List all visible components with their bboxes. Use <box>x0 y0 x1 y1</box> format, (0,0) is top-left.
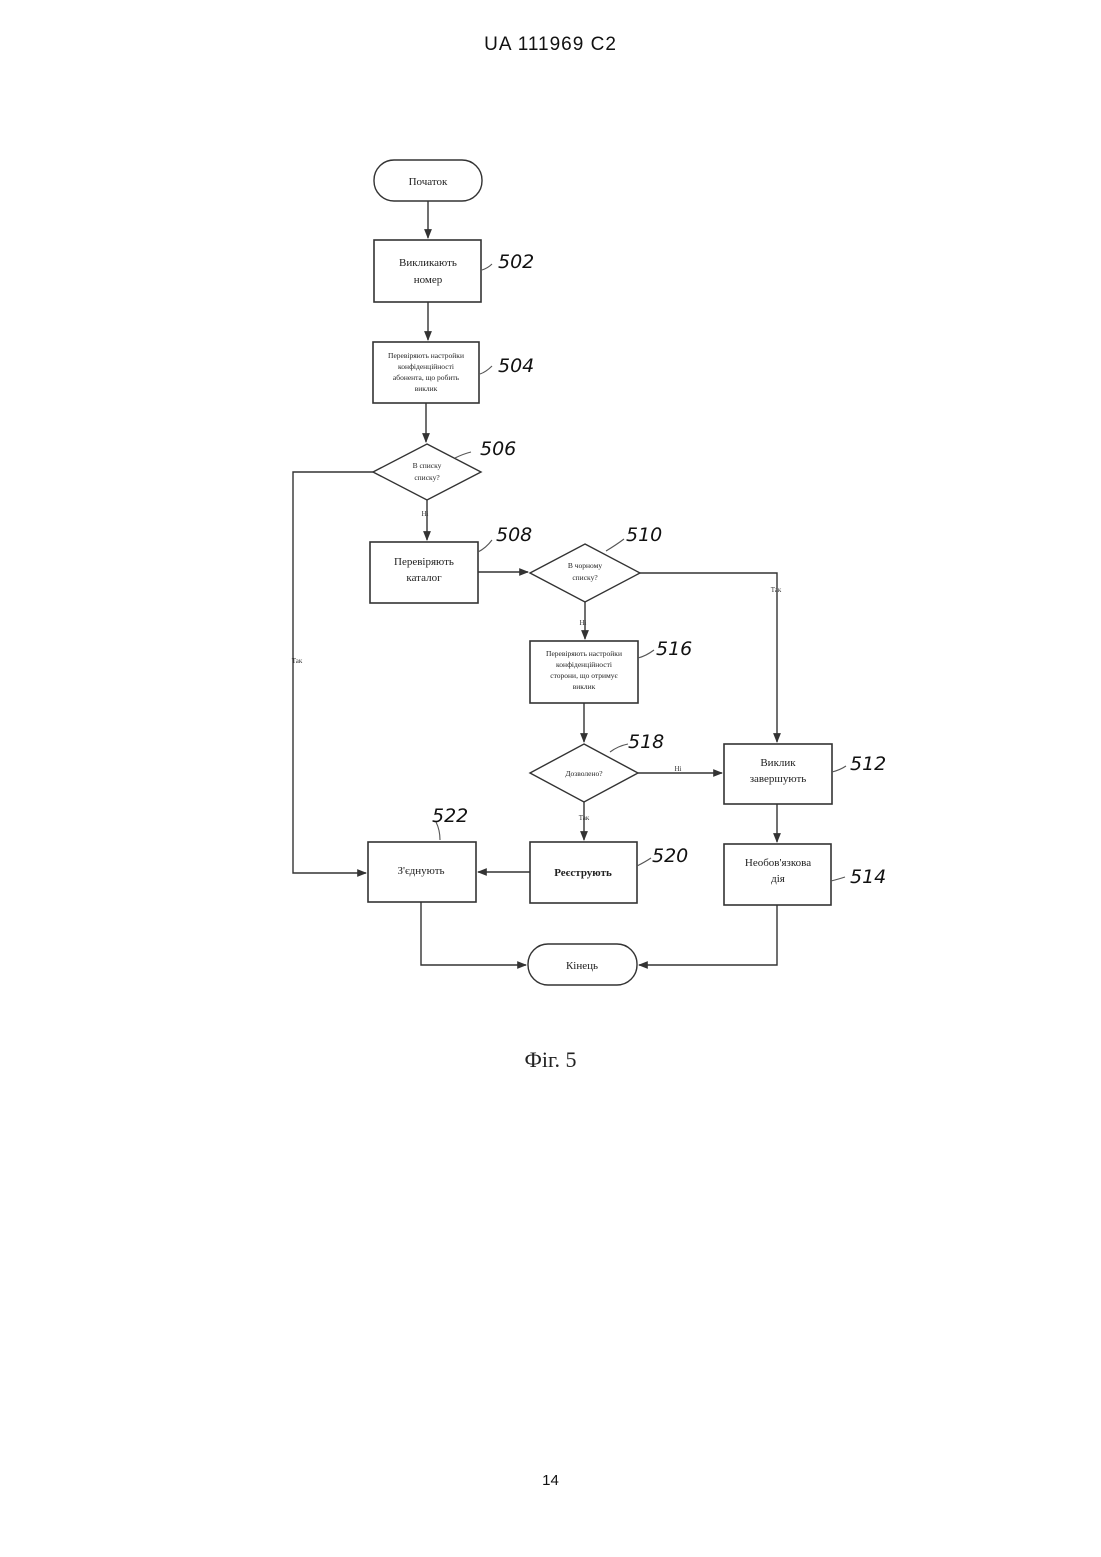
step-516-check-callee-privacy: Перевіряють настройки конфіденційності с… <box>530 641 638 703</box>
label-yes-518: Так <box>579 814 590 822</box>
svg-text:З'єднують: З'єднують <box>397 865 444 877</box>
start-terminal: Початок <box>374 160 482 201</box>
decision-518-allowed: Дозволено? <box>530 744 638 802</box>
step-502-call-number: Викликають номер <box>374 240 481 302</box>
ref-504: 504 <box>498 355 534 377</box>
svg-text:Перевіряють: Перевіряють <box>394 556 454 568</box>
ref-502: 502 <box>498 251 534 273</box>
step-514-optional-action: Необов'язкова дія <box>724 844 831 905</box>
figure-caption: Фіг. 5 <box>0 1047 1101 1073</box>
svg-text:Перевіряють настройки: Перевіряють настройки <box>546 649 622 658</box>
label-no-506: Ні <box>422 510 429 518</box>
label-yes-506: Так <box>292 657 303 665</box>
svg-text:Перевіряють настройки: Перевіряють настройки <box>388 351 464 360</box>
svg-text:Дозволено?: Дозволено? <box>565 769 603 778</box>
ref-520: 520 <box>652 845 688 867</box>
ref-516: 516 <box>656 638 692 660</box>
step-512-end-call: Виклик завершують <box>724 744 832 804</box>
decision-510-blacklist: В чорному списку? <box>530 544 640 602</box>
label-yes-510: Так <box>771 586 782 594</box>
start-label: Початок <box>409 176 448 188</box>
svg-text:В списку: В списку <box>413 461 442 470</box>
svg-text:конфіденційності: конфіденційності <box>556 660 612 669</box>
step-520-register: Реєструють <box>530 842 637 903</box>
svg-text:завершують: завершують <box>750 773 807 785</box>
svg-text:списку?: списку? <box>572 573 598 582</box>
ref-506: 506 <box>480 438 516 460</box>
decision-506-in-list: В списку списку? <box>373 444 481 500</box>
ref-512: 512 <box>850 753 886 775</box>
svg-text:виклик: виклик <box>415 384 438 393</box>
step-508-check-directory: Перевіряють каталог <box>370 542 478 603</box>
svg-text:абонента, що робить: абонента, що робить <box>393 373 460 382</box>
page-number: 14 <box>0 1472 1101 1489</box>
label-no-510: Ні <box>580 619 587 627</box>
svg-text:виклик: виклик <box>573 682 596 691</box>
end-terminal: Кінець <box>528 944 637 985</box>
svg-text:В чорному: В чорному <box>568 561 603 570</box>
svg-text:списку?: списку? <box>414 473 440 482</box>
ref-522: 522 <box>432 805 468 827</box>
svg-text:конфіденційності: конфіденційності <box>398 362 454 371</box>
svg-text:Реєструють: Реєструють <box>554 867 612 879</box>
svg-text:Виклик: Виклик <box>760 757 796 769</box>
step-504-check-caller-privacy: Перевіряють настройки конфіденційності а… <box>373 342 479 403</box>
svg-text:Викликають: Викликають <box>399 257 457 269</box>
svg-text:Необов'язкова: Необов'язкова <box>745 857 811 869</box>
svg-text:сторони, що отримує: сторони, що отримує <box>550 671 618 680</box>
end-label: Кінець <box>566 960 598 972</box>
ref-510: 510 <box>626 524 662 546</box>
ref-514: 514 <box>850 866 886 888</box>
label-no-518: Ні <box>675 765 682 773</box>
ref-508: 508 <box>496 524 532 546</box>
svg-text:каталог: каталог <box>406 572 442 584</box>
ref-518: 518 <box>628 731 664 753</box>
step-522-connect: З'єднують <box>368 842 476 902</box>
svg-text:дія: дія <box>771 873 785 885</box>
svg-text:номер: номер <box>414 274 443 286</box>
